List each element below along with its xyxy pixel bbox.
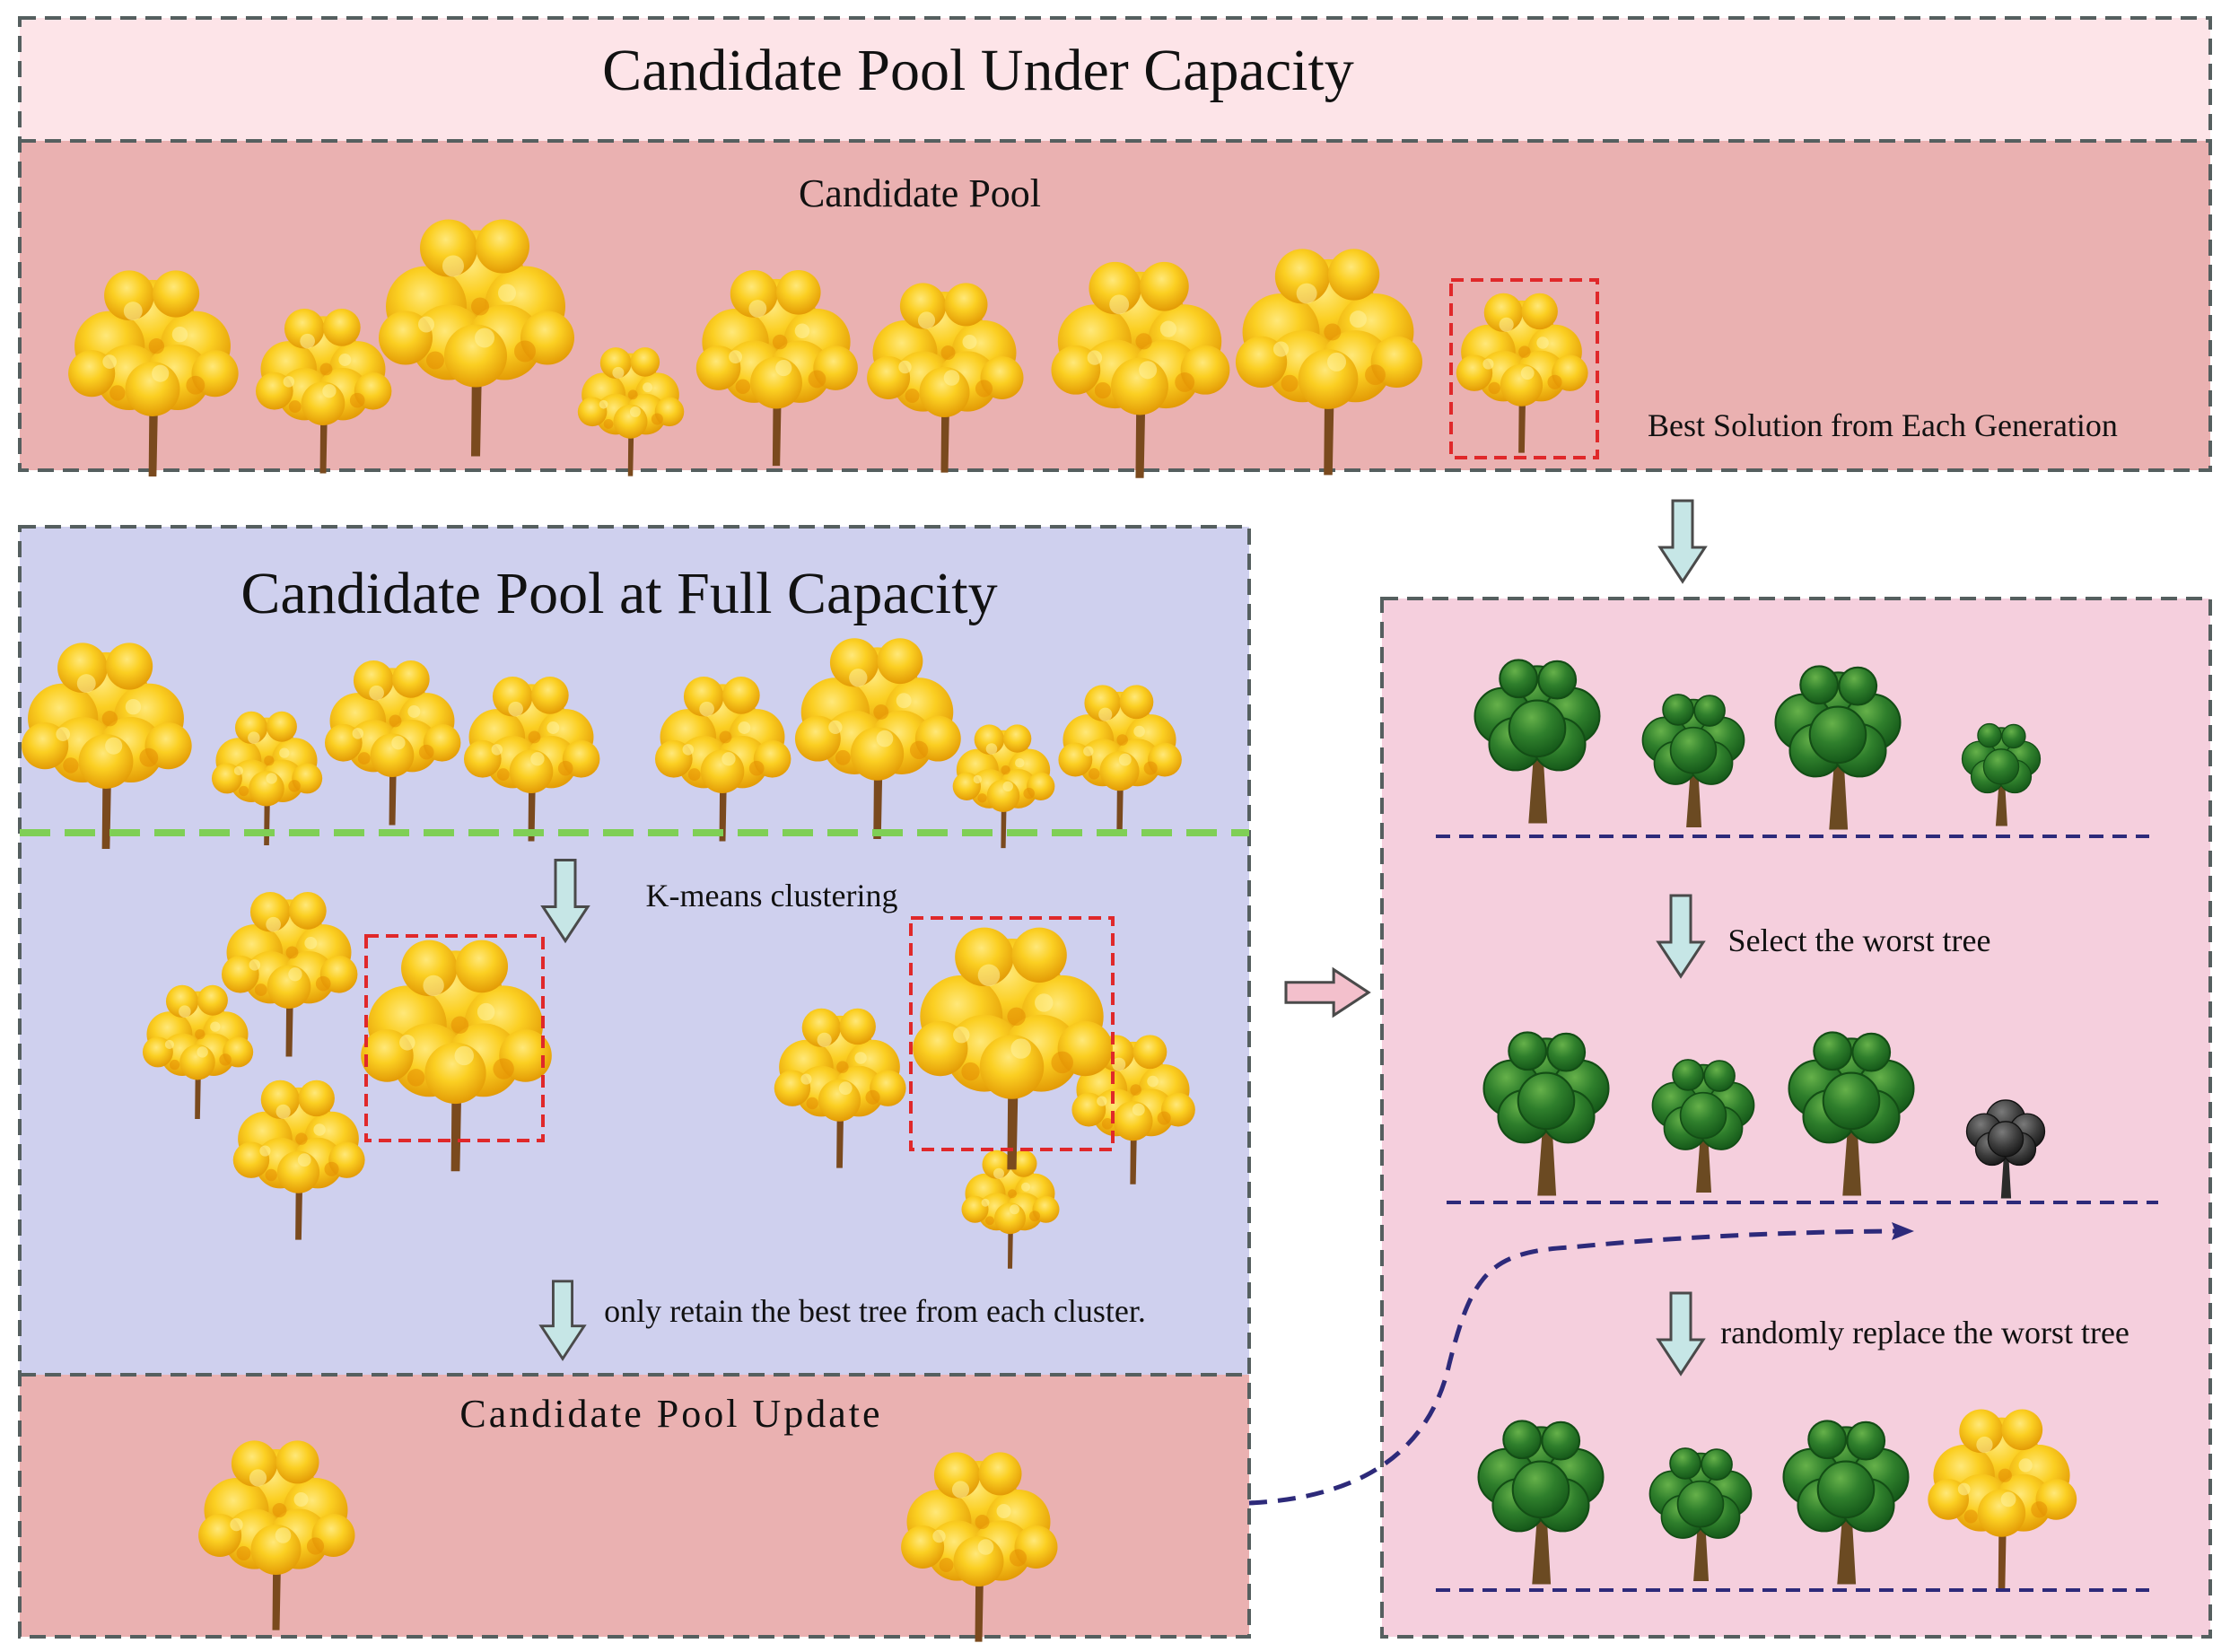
- down-arrow-icon: [1658, 499, 1707, 583]
- top-panel-border: [18, 16, 2212, 472]
- best-solution-label: Best Solution from Each Generation: [1648, 407, 2118, 443]
- candidate-pool-label: Candidate Pool: [799, 171, 1041, 215]
- best-solution-box: [1449, 278, 1599, 459]
- select-worst-label: Select the worst tree: [1728, 922, 1991, 958]
- full-panel-title: Candidate Pool at Full Capacity: [240, 561, 997, 626]
- right-arrow-icon: [1284, 967, 1370, 1018]
- update-title: Candidate Pool Update: [459, 1392, 882, 1436]
- top-panel-title: Candidate Pool Under Capacity: [602, 38, 1354, 103]
- connector-arrowhead: [1892, 1222, 1914, 1240]
- kmeans-label: K-means clustering: [646, 878, 898, 913]
- cluster-best-box-left: [364, 934, 545, 1142]
- retain-label: only retain the best tree from each clus…: [604, 1293, 1146, 1329]
- replace-worst-label: randomly replace the worst tree: [1720, 1315, 2129, 1350]
- cluster-best-box-right: [909, 916, 1115, 1151]
- full-panel-border: [18, 525, 1251, 1639]
- update-connector: [1248, 1228, 1903, 1506]
- top-title-band: [20, 18, 2210, 141]
